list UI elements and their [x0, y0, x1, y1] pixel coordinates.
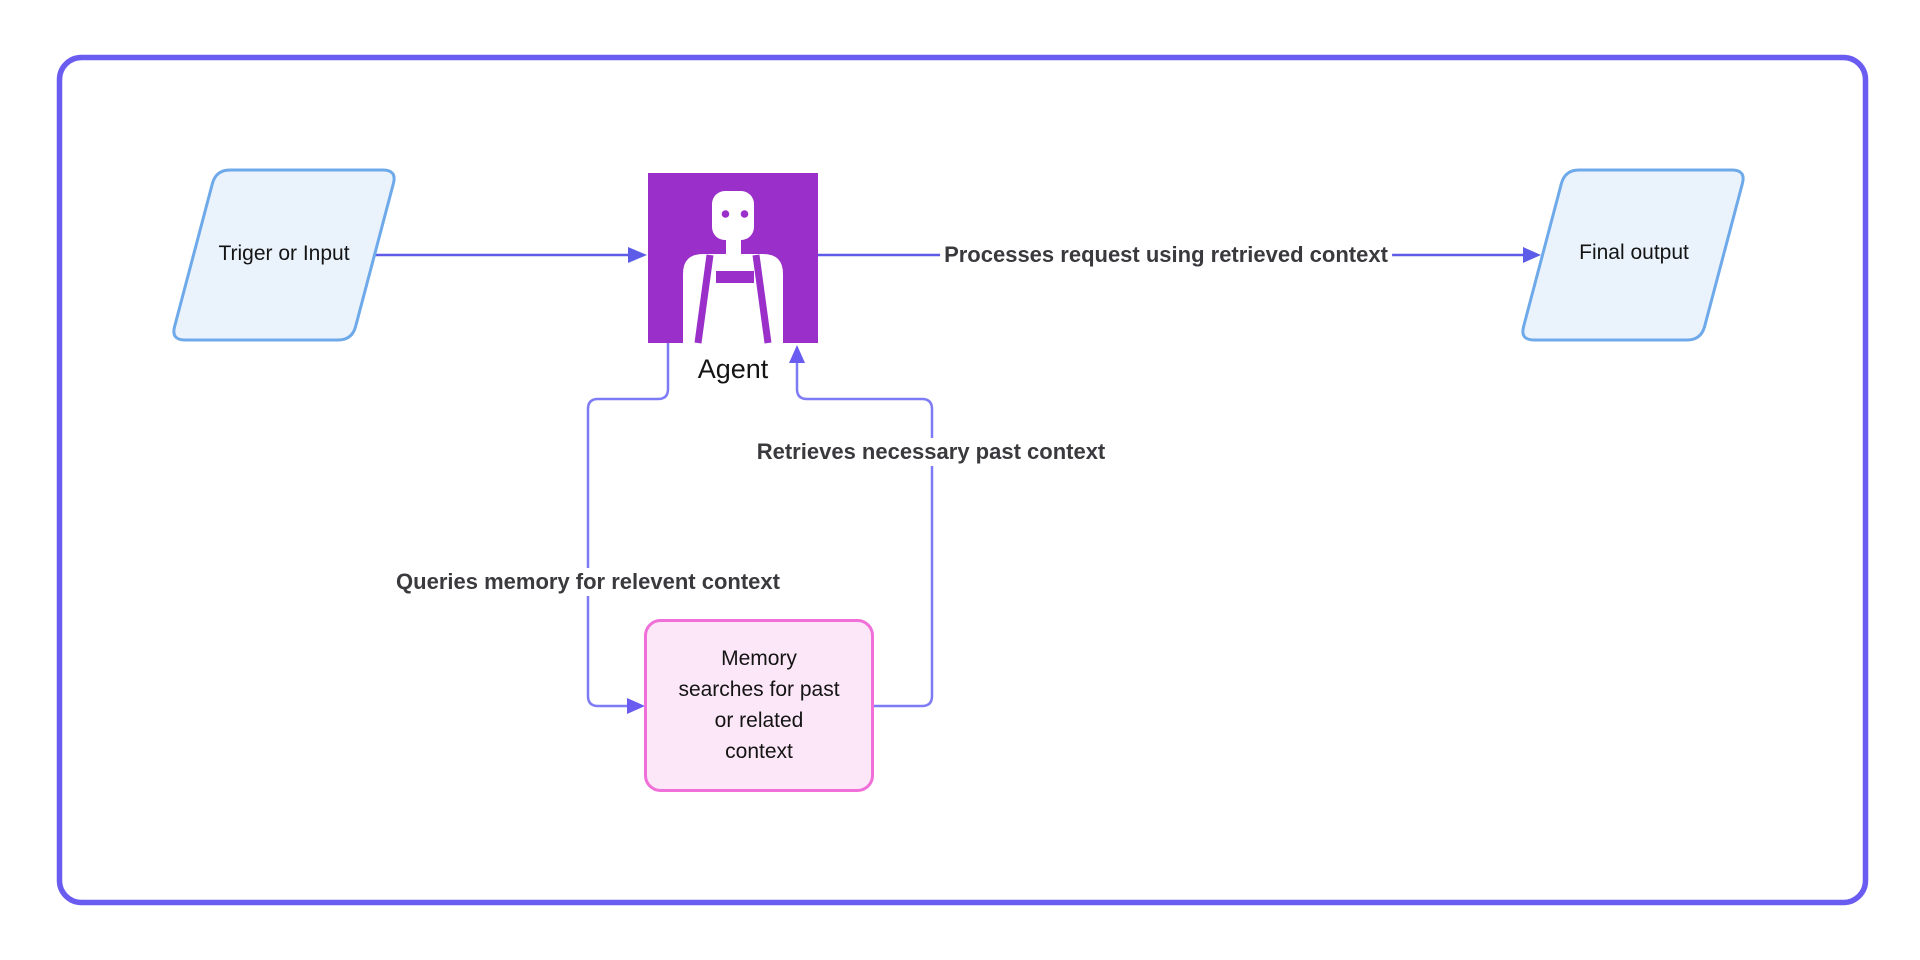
robot-arm-slit-right [752, 254, 772, 344]
arrowhead-memory-to-agent [789, 345, 805, 363]
robot-eye-left [721, 210, 730, 218]
arrowhead-agent-to-final [1523, 247, 1541, 263]
outer-container-border [56, 54, 1869, 906]
trigger-input-label: Triger or Input [218, 242, 350, 265]
arrowhead-agent-to-memory [627, 698, 645, 714]
robot-eye-right [740, 210, 749, 218]
edge-memory-to-agent[interactable] [795, 363, 934, 708]
robot-arm-slit-left [694, 254, 714, 344]
memory-label: Memory searches for past or related cont… [678, 647, 840, 763]
edge-label-retrieves-context: Retrieves necessary past context [752, 438, 1110, 466]
robot-chest-slot [716, 271, 754, 283]
arrowhead-trigger-to-agent [628, 247, 647, 263]
agent-label: Agent [697, 354, 769, 384]
edge-label-queries-memory: Queries memory for relevent context [392, 568, 784, 596]
node-agent[interactable] [648, 173, 818, 344]
node-memory[interactable] [644, 619, 874, 792]
node-final-output[interactable] [1521, 168, 1745, 342]
node-trigger-input[interactable] [172, 168, 396, 342]
final-output-label: Final output [1579, 241, 1689, 264]
edge-label-processes-request: Processes request using retrieved contex… [940, 241, 1392, 269]
robot-icon [683, 191, 783, 344]
robot-head [712, 191, 754, 240]
edge-agent-to-memory[interactable] [586, 343, 670, 708]
robot-neck [726, 238, 741, 255]
